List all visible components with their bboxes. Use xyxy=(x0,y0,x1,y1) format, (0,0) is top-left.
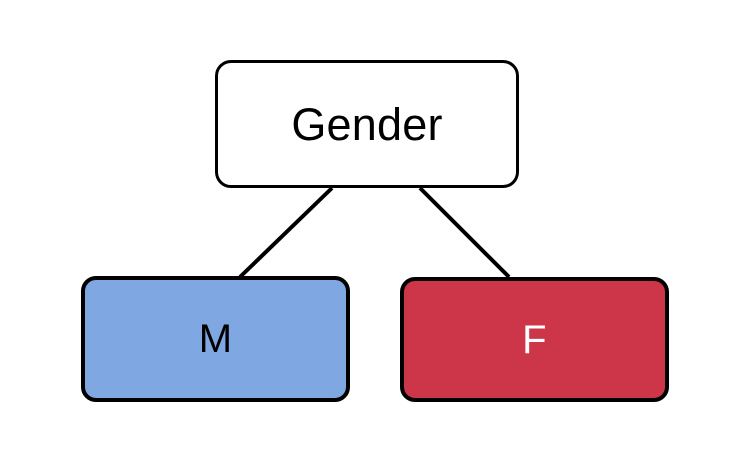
tree-node-leaf-male-label: M xyxy=(198,317,233,361)
edge-root-to-m xyxy=(238,186,334,279)
tree-node-root-label: Gender xyxy=(291,98,443,150)
tree-node-root[interactable]: Gender xyxy=(215,60,519,188)
tree-node-leaf-male[interactable]: M xyxy=(81,276,350,402)
tree-node-leaf-female[interactable]: F xyxy=(400,277,669,402)
edge-root-to-f xyxy=(418,186,511,279)
tree-node-leaf-female-label: F xyxy=(522,317,547,362)
